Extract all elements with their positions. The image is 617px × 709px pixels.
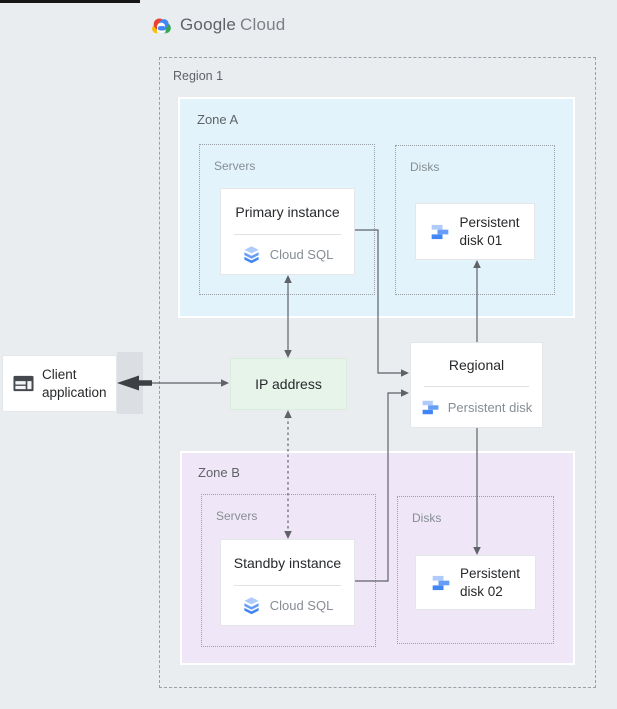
persistent-disk-01-node: Persistent disk 01 [415,203,535,260]
persistent-disk-01-label: Persistent disk 01 [459,214,520,248]
arrowhead-into-ip-left [221,379,229,387]
zone-b-disks-box: Disks [397,496,554,644]
cloud-sql-icon [242,245,261,265]
ip-address-node: IP address [230,358,347,410]
card-divider [424,386,529,387]
arrowhead-into-regional-1 [401,369,409,377]
zone-b-servers-label: Servers [216,509,258,523]
persistent-disk-02-node: Persistent disk 02 [415,555,536,610]
zone-a-disks-label: Disks [410,160,440,174]
standby-instance-title: Standby instance [233,554,342,571]
zone-a-disks-box: Disks [395,145,555,295]
zone-a-label: Zone A [197,112,239,127]
arrowhead-into-disk02 [473,547,481,555]
primary-service-label: Cloud SQL [269,247,334,262]
regional-persistent-disk-node: Regional Persistent disk [410,342,543,428]
arrowhead-into-primary [284,275,292,283]
standby-service-label: Cloud SQL [269,598,334,613]
zone-b-disks-label: Disks [412,511,442,525]
zone-a-servers-box: Servers [199,144,375,295]
regional-subtitle: Persistent disk [447,399,533,415]
connector-standby-regional [355,392,403,582]
arrowhead-into-standby [284,531,292,539]
logo-cloud: Cloud [240,15,286,34]
region-1-label: Region 1 [173,69,224,83]
persistent-disk-icon [430,222,450,242]
connector-primary-regional [355,229,403,374]
persistent-disk-02-label: Persistent disk 02 [459,565,521,599]
card-divider [234,234,341,235]
card-divider [234,585,341,586]
client-application-node: Client application [2,355,117,412]
cloud-sql-icon [242,596,261,616]
arrowhead-into-ip-bottom [284,410,292,418]
standby-instance-node: Standby instance Cloud SQL [220,539,355,626]
arrowhead-into-regional-2 [401,389,409,397]
arrowhead-into-ip-top [284,350,292,358]
regional-title: Regional [448,356,505,373]
arrowhead-into-client [117,375,152,391]
primary-instance-title: Primary instance [235,203,340,220]
top-border-line [0,0,140,3]
persistent-disk-icon [421,398,440,417]
zone-b-label: Zone B [198,465,240,480]
ip-address-label: IP address [255,376,322,392]
primary-instance-node: Primary instance Cloud SQL [220,188,355,275]
zone-a-servers-label: Servers [214,159,256,173]
logo-google: Google [180,15,237,34]
persistent-disk-icon [431,573,451,593]
client-application-label: Client application [42,366,107,400]
arrowhead-into-disk01 [473,260,481,268]
google-cloud-icon [150,16,173,35]
region-1-container [159,57,596,688]
client-application-icon [13,375,34,392]
